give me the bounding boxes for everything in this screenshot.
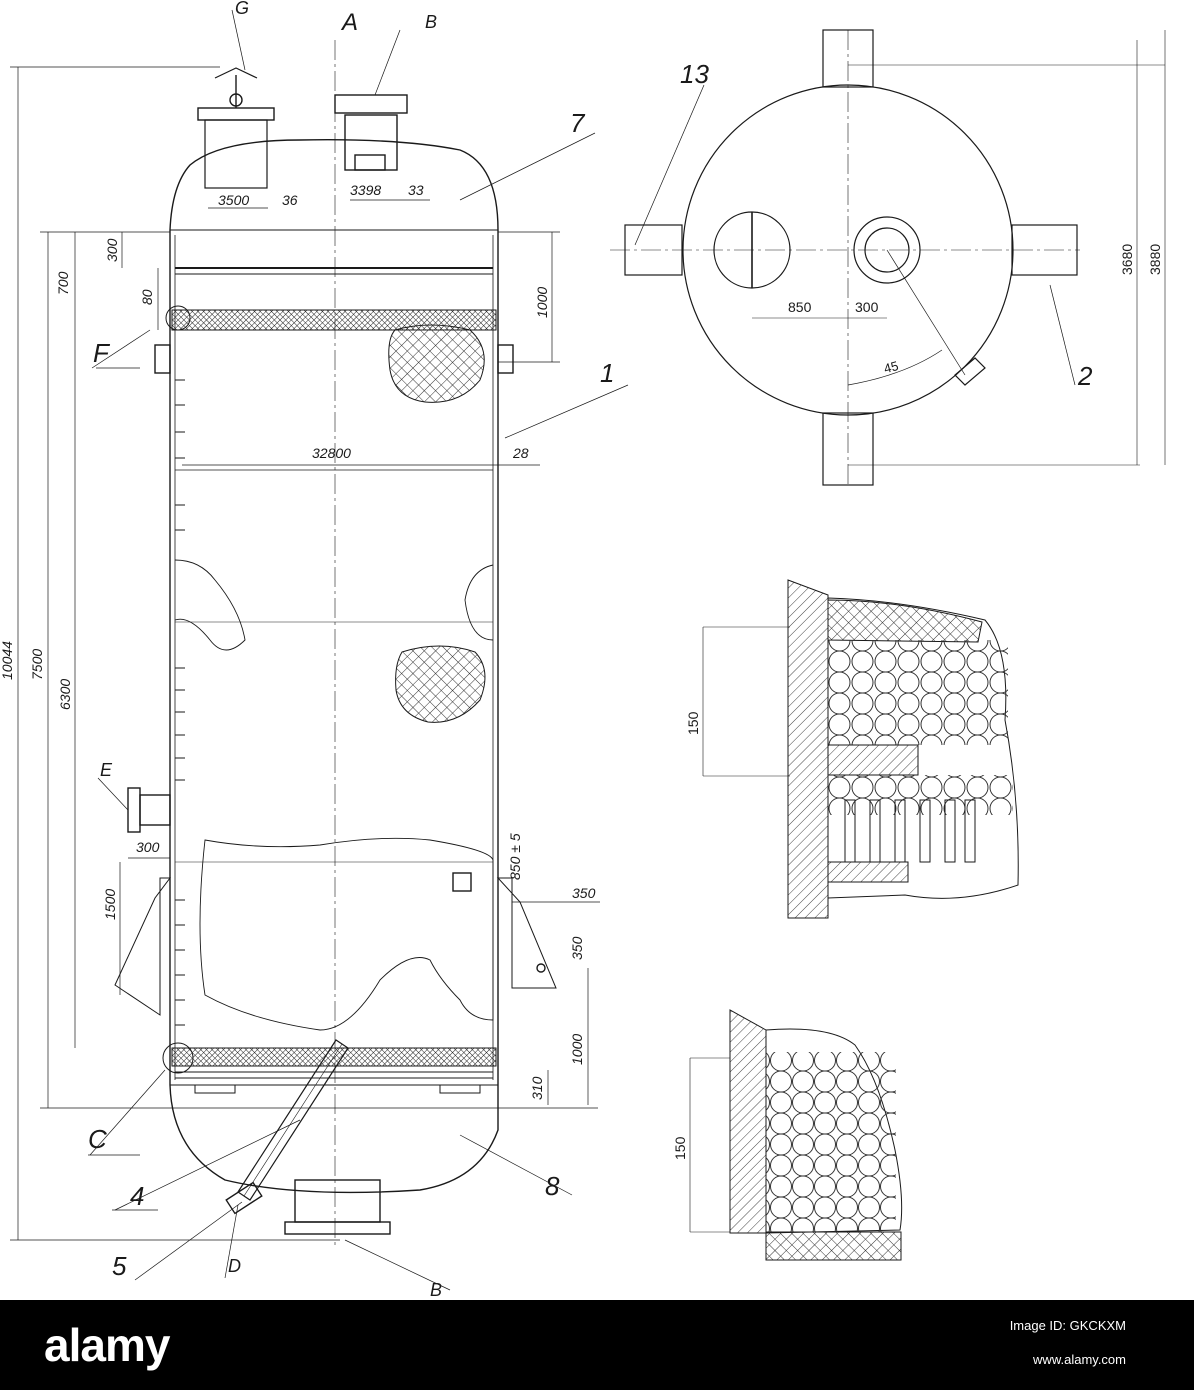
detail-view-1: [702, 579, 1019, 919]
watermark-footer: alamy Image ID: GKCKXM www.alamy.com: [0, 1300, 1194, 1390]
plan-dim-850: 850: [788, 299, 812, 315]
callout-1: 1: [600, 358, 614, 388]
dim-310: 310: [529, 1076, 545, 1100]
dim-10044: 10044: [0, 641, 15, 680]
dim-1500: 1500: [102, 889, 118, 920]
callout-13: 13: [680, 59, 709, 89]
dim-300-top: 300: [104, 238, 120, 262]
callout-2: 2: [1077, 361, 1093, 391]
callout-e: E: [100, 760, 113, 780]
dim-350-v: 350: [569, 936, 585, 960]
brand-logo[interactable]: alamy: [44, 1319, 170, 1371]
dim-32800: 32800: [312, 445, 351, 461]
dim-300-nozzle: 300: [136, 839, 160, 855]
detail-view-2: [689, 1009, 903, 1261]
dim-3500: 3500: [218, 192, 249, 208]
callout-7: 7: [570, 108, 586, 138]
callout-f: F: [93, 338, 111, 368]
callout-a: A: [340, 9, 358, 36]
dim-36: 36: [282, 192, 298, 208]
callout-labels: G A B 7 1 13 2 F E C 4 8 5 D B: [88, 0, 1093, 1300]
callout-g: G: [235, 0, 249, 18]
site-url[interactable]: www.alamy.com: [1033, 1352, 1126, 1367]
callout-c: C: [88, 1124, 107, 1154]
plan-view: [610, 29, 1166, 488]
technical-drawing: G A B 7 1 13 2 F E C 4 8 5 D B 3500 36 3…: [0, 0, 1166, 1300]
dim-7500: 7500: [29, 649, 45, 680]
callout-5: 5: [112, 1251, 127, 1281]
callout-b-bottom: B: [430, 1280, 442, 1300]
image-id: Image ID: GKCKXM: [1009, 1318, 1126, 1333]
plan-dim-45: 45: [882, 358, 900, 376]
callout-4: 4: [130, 1181, 144, 1211]
plan-dim-3680: 3680: [1119, 244, 1135, 275]
detail2-dim-150: 150: [672, 1136, 688, 1160]
callout-b-top: B: [425, 12, 437, 32]
plan-dim-3880: 3880: [1147, 244, 1163, 275]
dim-700: 700: [55, 271, 71, 295]
callout-8: 8: [545, 1171, 560, 1201]
dim-1000-right: 1000: [534, 287, 550, 318]
callout-d: D: [228, 1256, 241, 1276]
dim-350-h: 350: [572, 885, 596, 901]
dim-33: 33: [408, 182, 424, 198]
elevation-dimension-lines: [10, 9, 629, 1291]
dim-850: 850 ± 5: [507, 833, 523, 880]
dim-6300: 6300: [57, 679, 73, 710]
dimension-labels: 3500 36 3398 33 32800 28 300 350 850 300…: [0, 182, 1163, 1160]
vessel-elevation: [114, 40, 557, 1245]
dim-1000-lower: 1000: [569, 1034, 585, 1065]
dim-28: 28: [512, 445, 529, 461]
dim-3398: 3398: [350, 182, 381, 198]
dim-80: 80: [139, 289, 155, 305]
plan-dim-300: 300: [855, 299, 879, 315]
detail1-dim-150: 150: [685, 711, 701, 735]
